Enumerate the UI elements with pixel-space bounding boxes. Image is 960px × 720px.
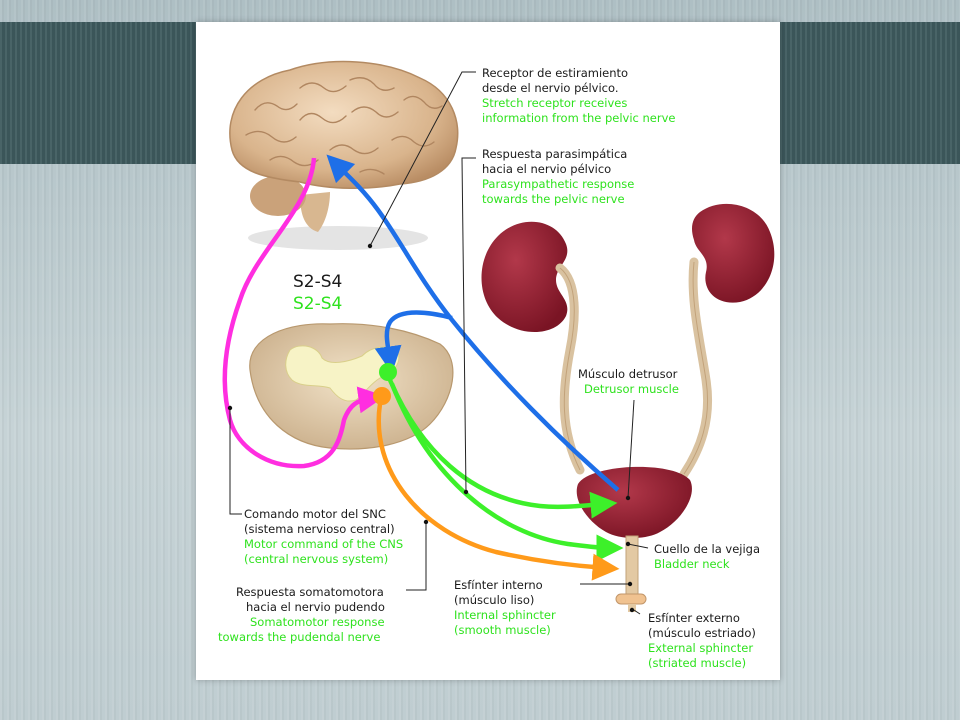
level-label-en: S2-S4 [293, 294, 342, 314]
level-label-es: S2-S4 [293, 272, 342, 292]
label-external-sphincter: Esfínter externo (músculo estriado) Exte… [648, 611, 756, 670]
leader-dots [227, 243, 635, 613]
svg-text:(sistema nervioso central): (sistema nervioso central) [244, 522, 395, 536]
svg-text:Stretch receptor receives: Stretch receptor receives [482, 96, 627, 110]
kidney-left [481, 221, 568, 333]
green-parasympathetic-pathway-to-bladder [387, 379, 618, 519]
svg-text:Bladder neck: Bladder neck [654, 557, 730, 571]
svg-text:desde el nervio pélvico.: desde el nervio pélvico. [482, 81, 619, 95]
svg-text:towards the pudendal nerve: towards the pudendal nerve [218, 630, 380, 644]
blue-sensory-pathway-branch [374, 310, 453, 374]
svg-text:(smooth muscle): (smooth muscle) [454, 623, 551, 637]
bladder [576, 466, 692, 538]
svg-text:Respuesta parasimpática: Respuesta parasimpática [482, 147, 627, 161]
svg-text:Receptor de estiramiento: Receptor de estiramiento [482, 66, 628, 80]
svg-text:Somatomotor response: Somatomotor response [250, 615, 385, 629]
leader-lines [229, 71, 649, 615]
urethra [615, 535, 647, 612]
spinal-cord-section [249, 323, 454, 450]
svg-text:Motor command of the CNS: Motor command of the CNS [244, 537, 403, 551]
parasympathetic-nucleus [379, 363, 397, 381]
svg-text:(músculo liso): (músculo liso) [454, 593, 534, 607]
magenta-motor-command-pathway [222, 157, 386, 469]
svg-text:hacia el nervio pudendo: hacia el nervio pudendo [246, 600, 385, 614]
svg-text:hacia el nervio pélvico: hacia el nervio pélvico [482, 162, 611, 176]
label-bladder-neck: Cuello de la vejiga Bladder neck [654, 542, 760, 571]
svg-text:Respuesta somatomotora: Respuesta somatomotora [236, 585, 384, 599]
svg-text:Internal sphincter: Internal sphincter [454, 608, 556, 622]
svg-text:Cuello de la vejiga: Cuello de la vejiga [654, 542, 760, 556]
svg-text:(striated muscle): (striated muscle) [648, 656, 746, 670]
svg-text:Esfínter interno: Esfínter interno [454, 578, 543, 592]
svg-text:Parasympathetic response: Parasympathetic response [482, 177, 634, 191]
green-parasympathetic-pathway-to-neck [389, 383, 624, 562]
label-stretch-receptor: Receptor de estiramiento desde el nervio… [482, 66, 676, 125]
label-internal-sphincter: Esfínter interno (músculo liso) Internal… [454, 578, 556, 637]
svg-text:(central nervous system): (central nervous system) [244, 552, 388, 566]
svg-text:information from the pelvic ne: information from the pelvic nerve [482, 111, 676, 125]
label-detrusor: Músculo detrusor Detrusor muscle [578, 367, 679, 396]
svg-text:External sphincter: External sphincter [648, 641, 753, 655]
svg-text:towards the pelvic nerve: towards the pelvic nerve [482, 192, 625, 206]
label-parasympathetic: Respuesta parasimpática hacia el nervio … [482, 147, 634, 206]
brain-illustration [229, 60, 459, 250]
kidney-right [692, 203, 775, 303]
somatomotor-nucleus [373, 387, 391, 405]
label-cns-command: Comando motor del SNC (sistema nervioso … [244, 507, 403, 566]
svg-text:Detrusor muscle: Detrusor muscle [584, 382, 679, 396]
svg-text:Músculo detrusor: Músculo detrusor [578, 367, 678, 381]
svg-text:(músculo estriado): (músculo estriado) [648, 626, 756, 640]
blue-sensory-pathway [326, 154, 620, 492]
svg-text:Comando motor del SNC: Comando motor del SNC [244, 507, 386, 521]
label-somatomotor: Respuesta somatomotora hacia el nervio p… [218, 585, 385, 644]
orange-somatomotor-pathway [376, 403, 620, 581]
svg-text:Esfínter externo: Esfínter externo [648, 611, 740, 625]
